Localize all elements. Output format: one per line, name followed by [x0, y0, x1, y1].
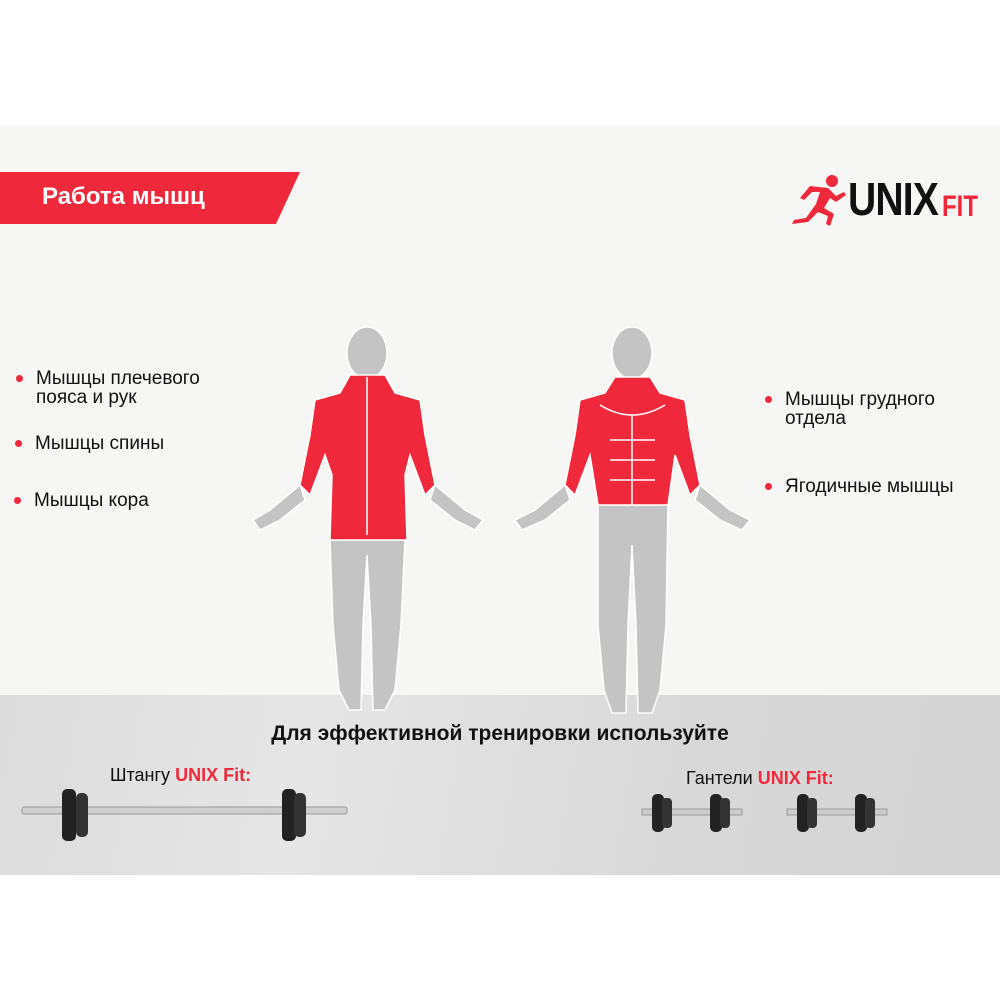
barbell-label: Штангу UNIX Fit:	[110, 765, 251, 786]
muscle-label-glutes: Ягодичные мышцы	[765, 476, 954, 497]
logo-unix: UNIX	[848, 173, 939, 225]
label-text: Ягодичные мышцы	[785, 476, 954, 497]
muscle-label-back: Мышцы спины	[15, 433, 165, 454]
bullet-icon	[14, 497, 21, 504]
barbell-brand: UNIX Fit:	[175, 765, 252, 785]
cta-text: Для эффективной тренировки используйте	[271, 722, 729, 745]
bullet-icon	[765, 483, 772, 490]
dumbbells-brand: UNIX Fit:	[757, 768, 834, 788]
logo-fit: FIT	[942, 190, 978, 223]
muscle-label-core: Мышцы кора	[14, 490, 149, 511]
runner-icon	[792, 175, 846, 226]
body-front-figure	[513, 326, 752, 714]
muscle-label-shoulders: Мышцы плечевого пояса и рук	[16, 368, 256, 408]
body-back-figure	[251, 326, 485, 711]
dumbbells-prefix: Гантели	[686, 768, 753, 788]
label-text: Мышцы спины	[35, 433, 165, 454]
barbell-prefix: Штангу	[110, 765, 171, 785]
bullet-icon	[765, 396, 772, 403]
bullet-icon	[15, 440, 22, 447]
brand-logo: UNIX FIT	[790, 172, 990, 228]
bullet-icon	[16, 375, 23, 382]
label-text: Мышцы грудного отдела	[785, 389, 935, 429]
dumbbells-label: Гантели UNIX Fit:	[686, 768, 834, 789]
label-text: Мышцы плечевого пояса и рук	[36, 368, 200, 408]
page-title: Работа мышц	[42, 183, 205, 210]
label-text: Мышцы кора	[34, 490, 149, 511]
muscle-label-chest: Мышцы грудного отдела	[765, 389, 975, 429]
barbell-image	[21, 789, 348, 841]
floor-section	[0, 695, 1000, 875]
dumbbells-image	[641, 794, 888, 832]
title-banner: Работа мышц	[0, 172, 300, 224]
